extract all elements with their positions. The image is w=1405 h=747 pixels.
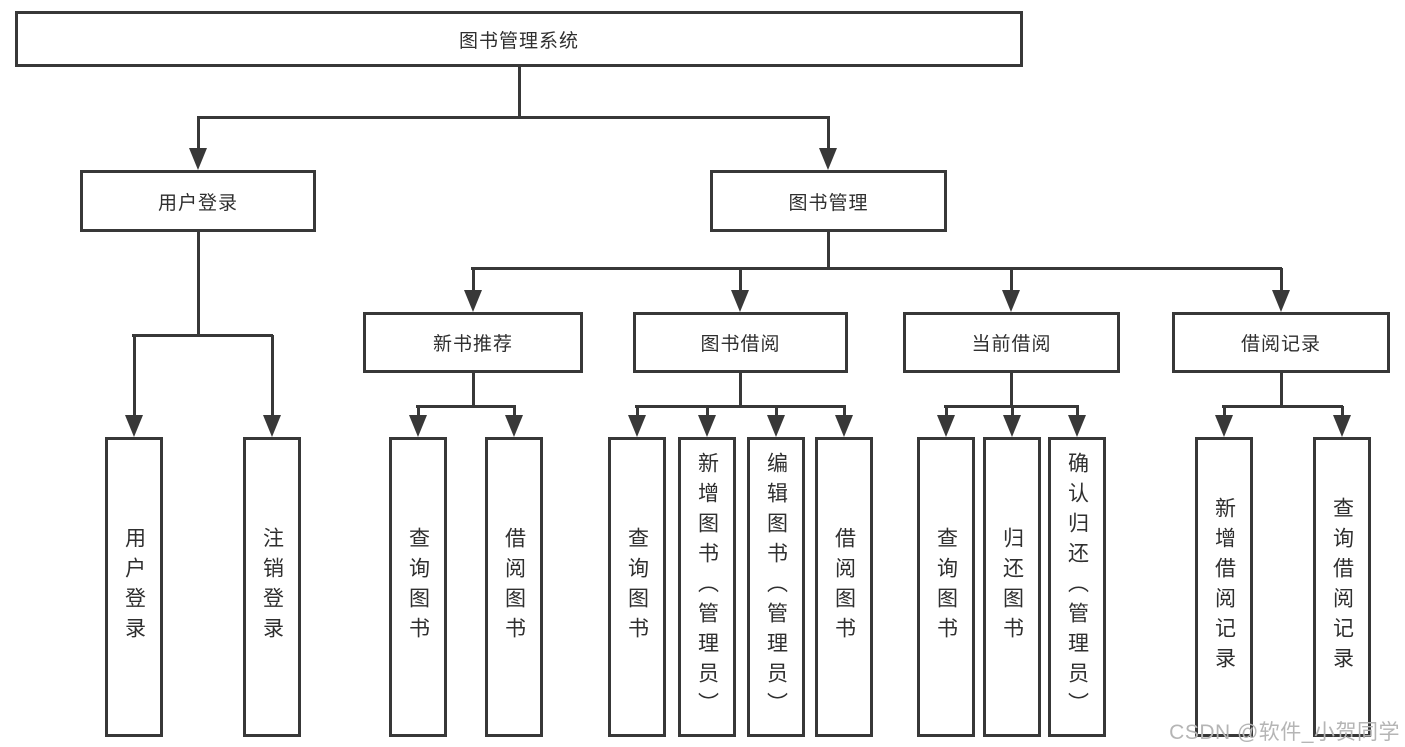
arrow-down-icon <box>937 415 955 437</box>
connector-to-leaf <box>945 406 948 418</box>
connector-to-leaf <box>1076 406 1079 418</box>
arrow-down-icon <box>1003 415 1021 437</box>
arrow-down-icon <box>1272 290 1290 312</box>
connector-to-user-login <box>197 117 200 152</box>
node-label: 用户登录 <box>157 192 238 214</box>
node-label: 借阅图书 <box>832 527 856 647</box>
connector-to-leaf <box>513 406 516 418</box>
node-label: 图书管理系统 <box>458 30 579 52</box>
connector-book-borrow-stub <box>739 373 742 407</box>
leaf-query-books-borrow: 查询图书 <box>608 437 666 737</box>
leaf-query-borrow-record: 查询借阅记录 <box>1313 437 1371 737</box>
arrow-down-icon <box>125 415 143 437</box>
connector-user-login-stub <box>197 232 200 336</box>
node-book-management: 图书管理 <box>710 170 947 232</box>
node-book-borrowing: 图书借阅 <box>633 312 848 373</box>
arrow-down-icon <box>1333 415 1351 437</box>
leaf-borrow-books: 借阅图书 <box>815 437 873 737</box>
connector-borrow-records-bus <box>1222 405 1343 408</box>
connector-to-level3 <box>1280 268 1283 292</box>
connector-to-level3 <box>1010 268 1013 292</box>
node-label: 用户登录 <box>122 527 146 647</box>
node-label: 新书推荐 <box>432 334 513 355</box>
node-label: 确认归还（管理员） <box>1065 452 1089 722</box>
connector-to-leaf <box>1011 406 1014 418</box>
node-label: 当前借阅 <box>971 334 1052 355</box>
connector-root-stub <box>518 67 521 118</box>
leaf-confirm-return-admin: 确认归还（管理员） <box>1048 437 1106 737</box>
node-label: 编辑图书（管理员） <box>764 452 788 722</box>
node-label: 归还图书 <box>1000 527 1024 647</box>
leaf-add-books-admin: 新增图书（管理员） <box>678 437 736 737</box>
node-label: 新增借阅记录 <box>1212 497 1236 677</box>
node-label: 图书借阅 <box>700 334 781 355</box>
connector-to-leaf <box>843 406 846 418</box>
leaf-borrow-books-recommend: 借阅图书 <box>485 437 543 737</box>
arrow-down-icon <box>1215 415 1233 437</box>
leaf-query-books-current: 查询图书 <box>917 437 975 737</box>
leaf-add-borrow-record: 新增借阅记录 <box>1195 437 1253 737</box>
node-label: 图书管理 <box>788 192 869 214</box>
node-label: 查询图书 <box>625 527 649 647</box>
leaf-return-books: 归还图书 <box>983 437 1041 737</box>
connector-to-level3 <box>739 268 742 292</box>
connector-new-book-bus <box>416 405 516 408</box>
node-label: 新增图书（管理员） <box>695 452 719 722</box>
arrow-down-icon <box>1002 290 1020 312</box>
connector-book-management-stub <box>827 232 830 269</box>
arrow-down-icon <box>1068 415 1086 437</box>
arrow-down-icon <box>263 415 281 437</box>
connector-level3-bus <box>471 267 1282 270</box>
arrow-down-icon <box>698 415 716 437</box>
connector-user-login-bus <box>132 334 273 337</box>
node-library-management-system: 图书管理系统 <box>15 11 1023 67</box>
node-label: 查询借阅记录 <box>1330 497 1354 677</box>
arrow-down-icon <box>767 415 785 437</box>
connector-current-borrow-stub <box>1010 373 1013 407</box>
node-label: 借阅图书 <box>502 527 526 647</box>
connector-to-leaf <box>271 335 274 418</box>
connector-to-leaf <box>417 406 420 418</box>
connector-to-leaf <box>706 406 709 418</box>
arrow-down-icon <box>835 415 853 437</box>
node-new-book-recommendation: 新书推荐 <box>363 312 583 373</box>
connector-to-level3 <box>472 268 475 292</box>
connector-to-leaf <box>775 406 778 418</box>
node-borrowing-records: 借阅记录 <box>1172 312 1390 373</box>
node-label: 查询图书 <box>406 527 430 647</box>
connector-borrow-records-stub <box>1280 373 1283 407</box>
node-label: 查询图书 <box>934 527 958 647</box>
node-label: 借阅记录 <box>1240 334 1321 355</box>
connector-to-leaf <box>1223 406 1226 418</box>
arrow-down-icon <box>731 290 749 312</box>
arrow-down-icon <box>189 148 207 170</box>
connector-book-borrow-bus <box>635 405 846 408</box>
connector-level2-bus <box>197 116 830 119</box>
node-user-login: 用户登录 <box>80 170 316 232</box>
arrow-down-icon <box>409 415 427 437</box>
watermark: CSDN @软件_小贺同学 <box>1169 721 1400 744</box>
arrow-down-icon <box>819 148 837 170</box>
connector-new-book-stub <box>472 373 475 407</box>
arrow-down-icon <box>464 290 482 312</box>
leaf-user-login: 用户登录 <box>105 437 163 737</box>
leaf-query-books-recommend: 查询图书 <box>389 437 447 737</box>
connector-to-leaf <box>133 335 136 418</box>
arrow-down-icon <box>628 415 646 437</box>
node-label: 注销登录 <box>260 527 284 647</box>
connector-to-leaf <box>1341 406 1344 418</box>
connector-to-leaf <box>636 406 639 418</box>
node-current-borrowing: 当前借阅 <box>903 312 1120 373</box>
leaf-logout: 注销登录 <box>243 437 301 737</box>
connector-to-book-management <box>827 117 830 152</box>
arrow-down-icon <box>505 415 523 437</box>
leaf-edit-books-admin: 编辑图书（管理员） <box>747 437 805 737</box>
